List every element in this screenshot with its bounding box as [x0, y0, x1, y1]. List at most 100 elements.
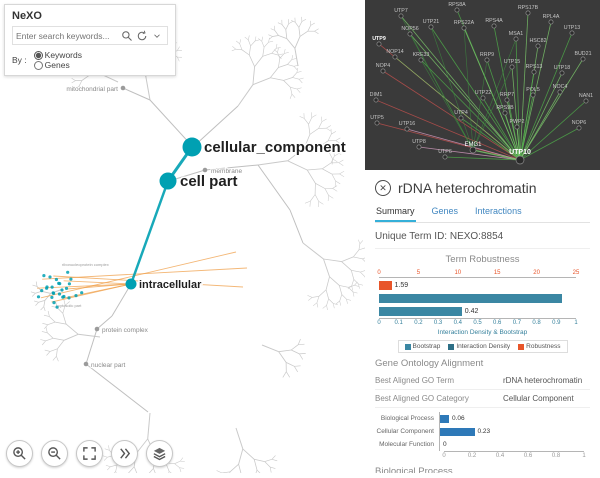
cluster-node[interactable]: [50, 296, 53, 299]
tree-node[interactable]: [84, 362, 89, 367]
gene-node-utp18[interactable]: [560, 71, 564, 75]
gene-node-nop4[interactable]: [381, 69, 385, 73]
gene-node-kre33[interactable]: [419, 58, 423, 62]
cluster-node[interactable]: [68, 282, 71, 285]
chevron-down-icon[interactable]: [150, 29, 164, 42]
gene-node-rps13[interactable]: [532, 70, 536, 74]
zoom-out-button[interactable]: [41, 440, 68, 467]
gene-node-msa1[interactable]: [514, 37, 518, 41]
gene-node-utp5[interactable]: [375, 121, 379, 125]
tree-branch: [50, 349, 57, 352]
cluster-node[interactable]: [45, 285, 48, 288]
gene-node-rps9b[interactable]: [503, 111, 507, 115]
radio-keywords[interactable]: [34, 51, 43, 60]
tree-node-intracellular[interactable]: [126, 279, 137, 290]
cluster-node[interactable]: [58, 292, 61, 295]
gene-node-utp4[interactable]: [459, 116, 463, 120]
gene-node-utp21[interactable]: [429, 25, 433, 29]
tree-branch: [32, 293, 35, 296]
gene-node-rpl4a[interactable]: [549, 20, 553, 24]
tree-branch: [286, 30, 287, 39]
search-mode-genes[interactable]: Genes: [34, 60, 82, 70]
gene-node-utp13[interactable]: [570, 31, 574, 35]
cluster-node[interactable]: [60, 288, 63, 291]
cluster-node[interactable]: [40, 289, 43, 292]
search-icon[interactable]: [120, 29, 134, 42]
tree-node-cell-part[interactable]: [160, 173, 177, 190]
tree-branch: [239, 449, 243, 464]
cluster-node[interactable]: [51, 286, 54, 289]
cluster-node[interactable]: [48, 275, 51, 278]
gene-node-hsc82[interactable]: [536, 44, 540, 48]
tree-branch: [72, 81, 76, 83]
cluster-node[interactable]: [65, 287, 68, 290]
tree-branch: [270, 467, 275, 469]
tree-branch: [317, 296, 319, 303]
tree-branch: [297, 88, 302, 89]
gene-node-utp8[interactable]: [417, 145, 421, 149]
tree-branch: [358, 240, 360, 244]
tree-branch: [264, 42, 268, 47]
cluster-node[interactable]: [55, 278, 58, 281]
gene-node-rrp7[interactable]: [505, 98, 509, 102]
gene-node-rrp9[interactable]: [485, 58, 489, 62]
cluster-node[interactable]: [52, 301, 55, 304]
tree-node[interactable]: [203, 168, 208, 173]
tab-summary[interactable]: Summary: [375, 203, 416, 222]
cluster-node[interactable]: [67, 296, 70, 299]
gene-node-nan1[interactable]: [584, 99, 588, 103]
tree-branch: [177, 57, 179, 61]
gene-node-nop56[interactable]: [408, 32, 412, 36]
gene-node-utp10[interactable]: [516, 156, 524, 164]
gene-node-pwp2[interactable]: [515, 125, 519, 129]
gene-node-rps17b[interactable]: [526, 11, 530, 15]
close-icon[interactable]: ✕: [375, 180, 391, 196]
gene-node-pol5[interactable]: [531, 93, 535, 97]
gene-node-nop14[interactable]: [393, 55, 397, 59]
gene-node-utp9[interactable]: [377, 42, 381, 46]
tree-branch: [290, 94, 292, 99]
layers-button[interactable]: [146, 440, 173, 467]
tree-node[interactable]: [95, 327, 100, 332]
tree-node[interactable]: [121, 86, 126, 91]
search-input[interactable]: [16, 31, 119, 41]
tree-branch: [317, 303, 318, 308]
cluster-node[interactable]: [42, 274, 45, 277]
reset-icon[interactable]: [135, 29, 149, 42]
cluster-node[interactable]: [66, 271, 69, 274]
tree-node-cellular-component[interactable]: [183, 138, 202, 157]
gene-node-utp15[interactable]: [510, 65, 514, 69]
cluster-node[interactable]: [69, 278, 72, 281]
cluster-node[interactable]: [58, 282, 61, 285]
tree-branch: [56, 349, 57, 357]
tree-branch: [298, 344, 304, 345]
expand-button[interactable]: [111, 440, 138, 467]
cluster-node[interactable]: [37, 295, 40, 298]
cluster-node[interactable]: [61, 296, 64, 299]
tab-interactions[interactable]: Interactions: [474, 203, 523, 222]
gene-node-nop6[interactable]: [577, 126, 581, 130]
cluster-node[interactable]: [80, 291, 83, 294]
gene-node-rps8a[interactable]: [455, 8, 459, 12]
radio-genes[interactable]: [34, 61, 43, 70]
gene-node-utp16[interactable]: [405, 127, 409, 131]
gene-node-dim1[interactable]: [374, 98, 378, 102]
tab-genes[interactable]: Genes: [431, 203, 460, 222]
cluster-node[interactable]: [74, 294, 77, 297]
tree-branch: [339, 285, 348, 287]
gene-node-utp22[interactable]: [481, 96, 485, 100]
gene-node-bud21[interactable]: [581, 57, 585, 61]
tree-branch: [342, 257, 354, 262]
cluster-node[interactable]: [52, 291, 55, 294]
search-mode-keywords[interactable]: Keywords: [34, 50, 82, 60]
zoom-in-button[interactable]: [6, 440, 33, 467]
gene-node-noc4[interactable]: [558, 90, 562, 94]
gene-label: UTP13: [564, 25, 581, 31]
gene-node-utp6[interactable]: [443, 155, 447, 159]
gene-node-utp7[interactable]: [399, 14, 403, 18]
gene-node-rps22a[interactable]: [462, 26, 466, 30]
tree-branch: [324, 259, 330, 277]
gene-node-rps4a[interactable]: [492, 24, 496, 28]
fit-to-screen-button[interactable]: [76, 440, 103, 467]
